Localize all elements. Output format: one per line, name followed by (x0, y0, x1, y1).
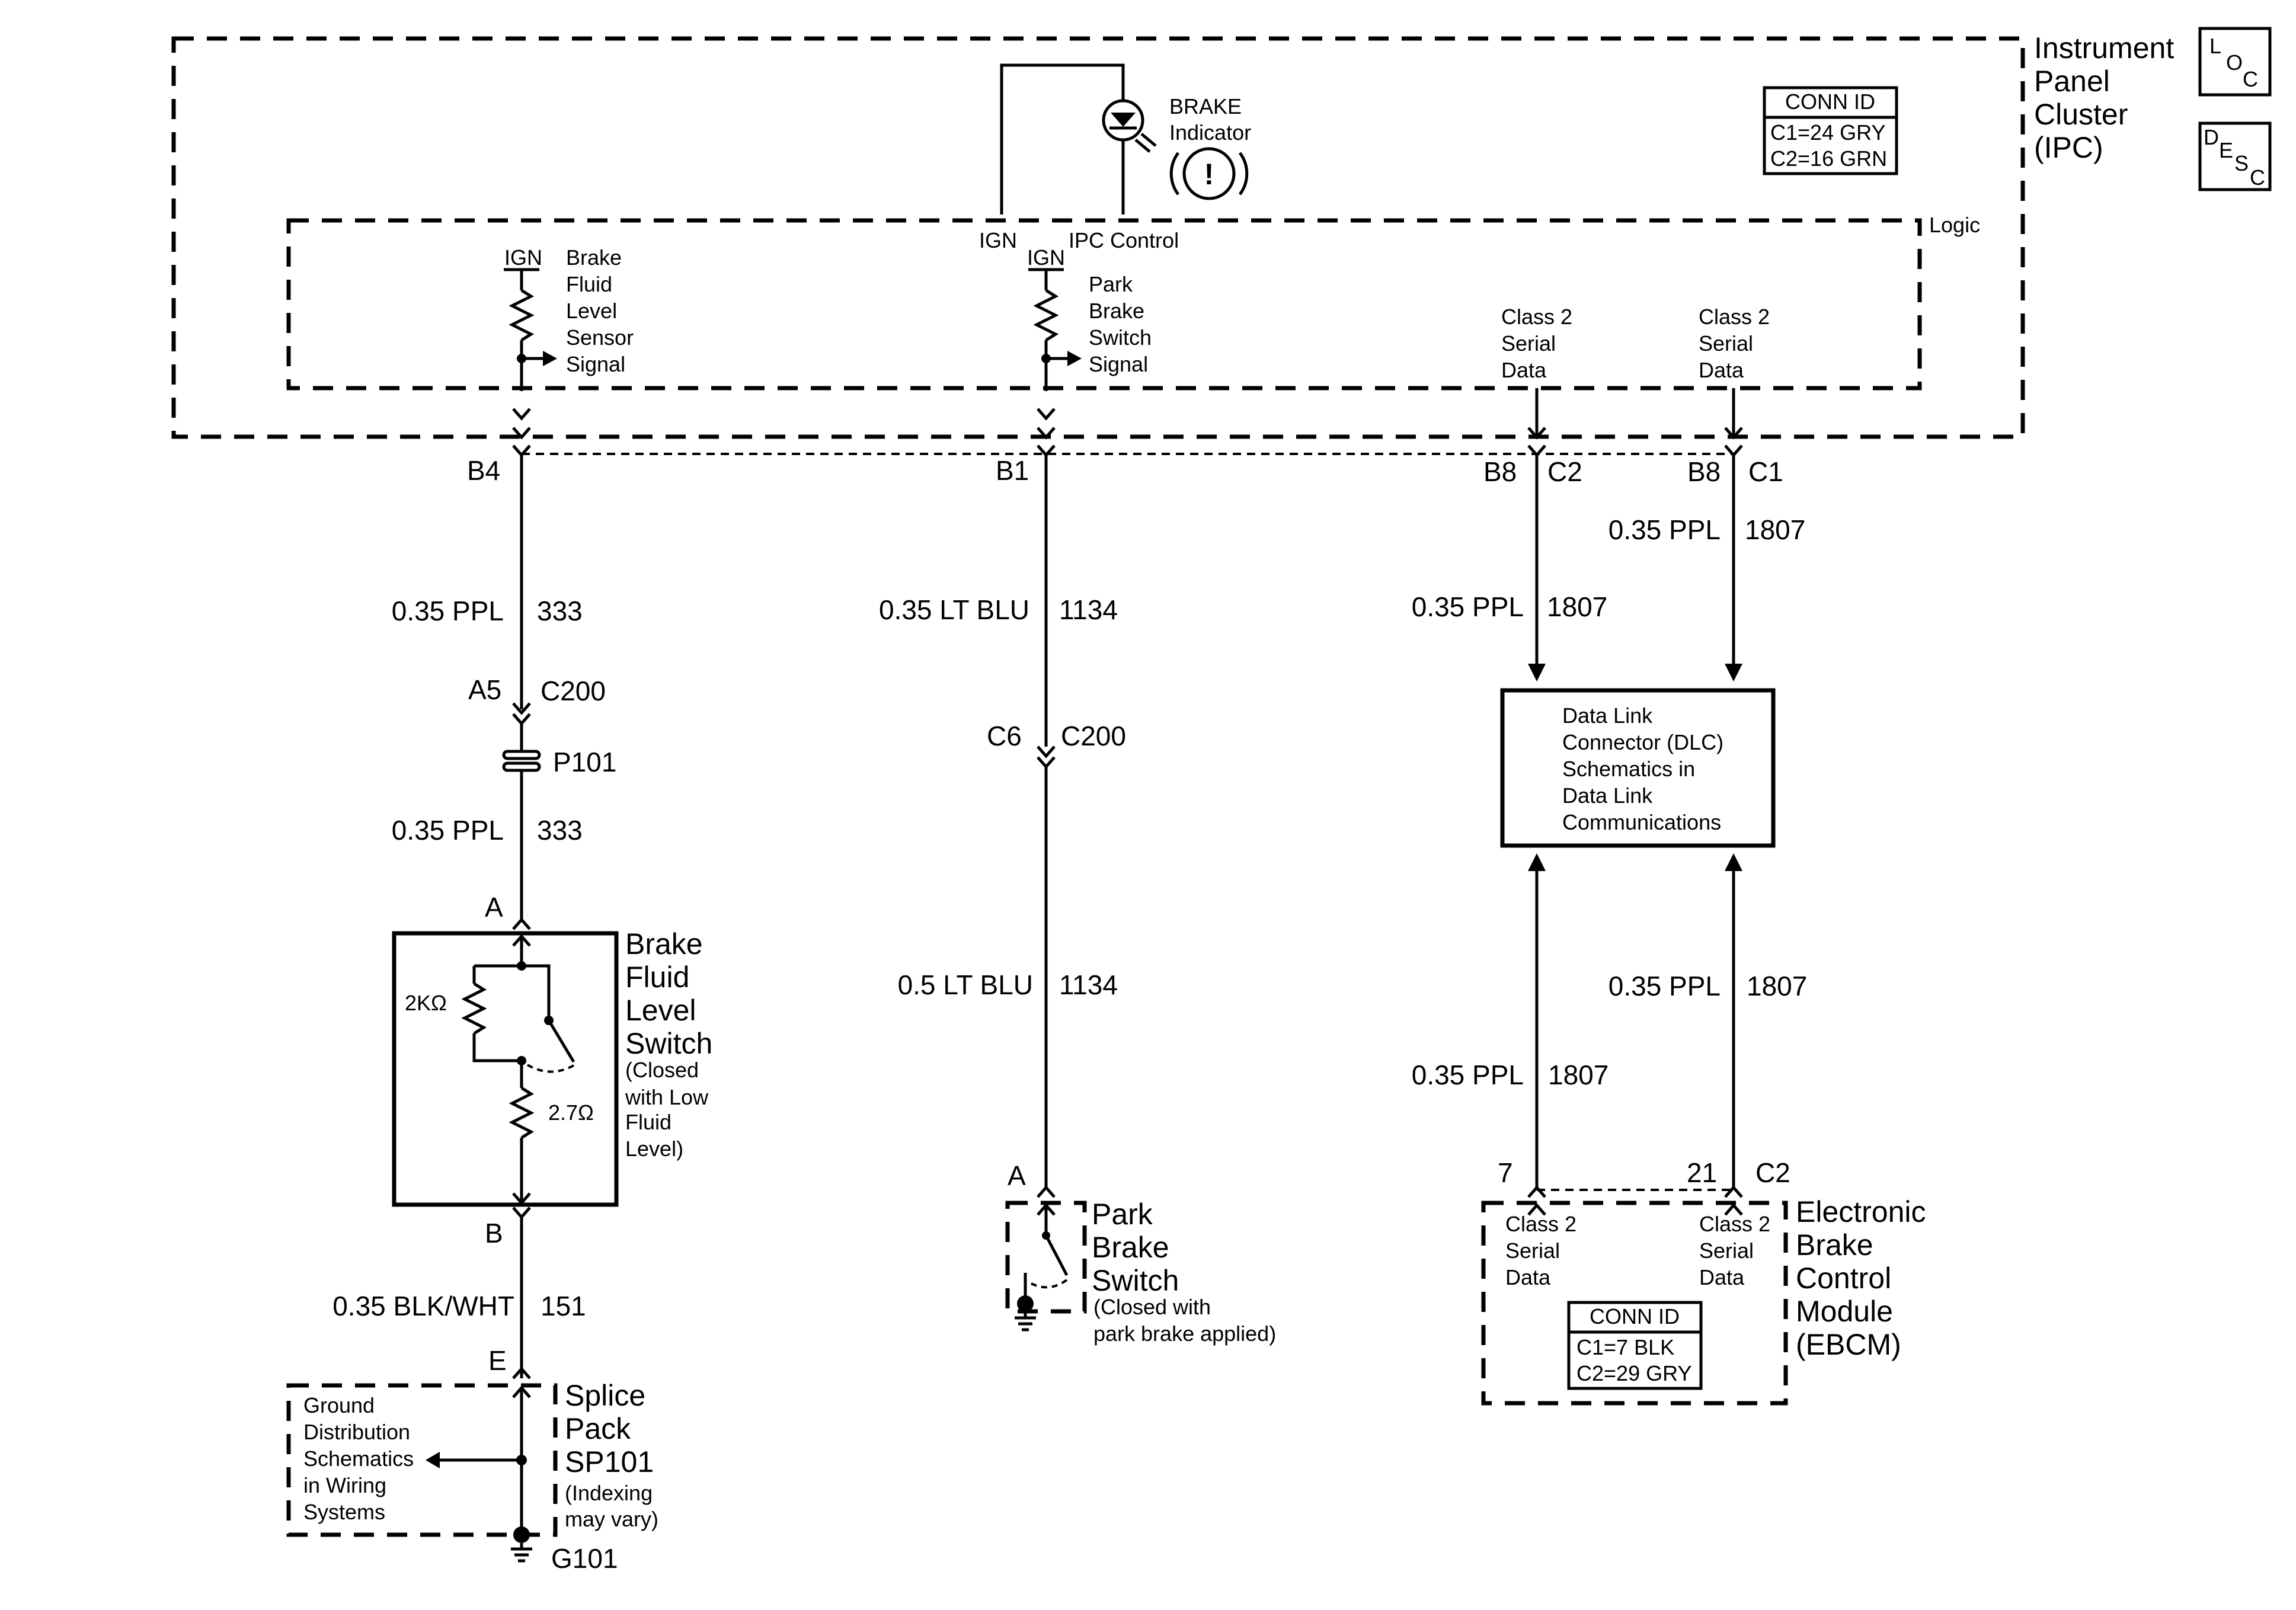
park-switch-ground-icon (1015, 1295, 1036, 1331)
park-signal-ign: IGN (1027, 245, 1065, 270)
data-left-wire2-gauge: 0.35 PPL (1412, 1060, 1524, 1090)
ground-g101-icon (511, 1526, 532, 1563)
park-switch-name: Park Brake Switch (1092, 1198, 1179, 1297)
data-right-wire2-circuit: 1807 (1747, 971, 1807, 1001)
ground-distribution-ref: Ground Distribution Schematics in Wiring… (303, 1393, 420, 1524)
park-switch-note: (Closed with park brake applied) (1093, 1295, 1276, 1346)
p101-inline-connector (502, 750, 541, 772)
brake-fluid-level-switch (392, 931, 619, 1207)
svg-text:C: C (2243, 67, 2258, 91)
desc-button[interactable]: D E S C (2198, 121, 2272, 191)
ipc-class2-right: Class 2 Serial Data (1699, 305, 1776, 382)
svg-text:E: E (2219, 138, 2233, 162)
brake-indicator-label: BRAKE Indicator (1169, 94, 1251, 145)
fluid-c200: C200 (541, 676, 606, 706)
fluid-c200-pin: A5 (468, 674, 501, 705)
dlc-reference-label: Data Link Connector (DLC) Schematics in … (1562, 703, 1729, 834)
park-brake-switch (1005, 1201, 1087, 1314)
fluid-wire2-circuit: 333 (537, 815, 583, 846)
park-c200-pin: C6 (987, 721, 1022, 751)
data-right-ipc-conn: C1 (1748, 456, 1783, 487)
svg-text:D: D (2204, 125, 2219, 149)
fluid-wire1-circuit: 333 (537, 596, 583, 626)
splice-pin-e: E (488, 1345, 507, 1376)
ebcm-class2-right: Class 2 Serial Data (1699, 1212, 1776, 1289)
fluid-wire3-circuit: 151 (541, 1291, 586, 1321)
ipc-module-outline (171, 36, 2025, 439)
park-switch-pin-a: A (1008, 1160, 1026, 1191)
ipc-conn-id-box: CONN ID C1=24 GRY C2=16 GRN (1763, 86, 1898, 175)
svg-text:CONN ID: CONN ID (1785, 89, 1875, 114)
ipc-control-ign: IGN (979, 228, 1017, 252)
fluid-signal-label: Brake Fluid Level Sensor Signal (566, 245, 639, 376)
data-left-wire1-circuit: 1807 (1547, 591, 1607, 622)
fluid-switch-r2: 2.7Ω (548, 1100, 594, 1125)
svg-text:CONN ID: CONN ID (1590, 1304, 1680, 1329)
svg-text:C1=24 GRY: C1=24 GRY (1770, 120, 1885, 145)
dlc-reference-box[interactable] (1500, 688, 1776, 848)
fluid-switch-pin-a: A (485, 892, 503, 923)
fluid-wire3-gauge: 0.35 BLK/WHT (332, 1291, 514, 1321)
data-right-wire1-circuit: 1807 (1745, 514, 1805, 545)
park-c200: C200 (1061, 721, 1126, 751)
fluid-switch-r1: 2KΩ (405, 991, 447, 1015)
data-right-ipc-pin: B8 (1687, 456, 1721, 487)
ebcm-module (1481, 1201, 1788, 1406)
data-left-wire2-circuit: 1807 (1548, 1060, 1609, 1090)
park-wire2-gauge: 0.5 LT BLU (898, 969, 1033, 1000)
park-wire1-gauge: 0.35 LT BLU (879, 594, 1029, 625)
ground-g101-label: G101 (551, 1543, 618, 1574)
park-signal-label: Park Brake Switch Signal (1089, 272, 1157, 376)
ipc-connector-chevrons (512, 408, 1743, 457)
svg-text:C2=16 GRN: C2=16 GRN (1770, 146, 1887, 171)
splice-note: (Indexing may vary) (565, 1481, 658, 1531)
svg-text:S: S (2234, 151, 2249, 175)
data-right-wire2-gauge: 0.35 PPL (1609, 971, 1721, 1001)
fluid-ipc-pin: B4 (467, 455, 500, 486)
data-right-wire1-gauge: 0.35 PPL (1609, 514, 1721, 545)
brake-warning-icon: ! (1169, 147, 1249, 200)
ebcm-conn-c2: C2 (1755, 1157, 1790, 1188)
svg-text:C: C (2250, 165, 2265, 190)
splice-pack-sp101 (286, 1383, 558, 1537)
fluid-signal-pullup (504, 268, 557, 391)
fluid-switch-note: (Closed with Low Fluid Level) (625, 1058, 714, 1161)
data-left-wire1-gauge: 0.35 PPL (1412, 591, 1524, 622)
park-wire1-circuit: 1134 (1059, 594, 1118, 625)
fluid-wire1-gauge: 0.35 PPL (392, 596, 504, 626)
ipc-logic-box (286, 218, 1922, 391)
svg-text:!: ! (1204, 158, 1214, 191)
splice-name: Splice Pack SP101 (565, 1379, 654, 1478)
ebcm-pin-7: 7 (1498, 1157, 1513, 1188)
ebcm-name: Electronic Brake Control Module (EBCM) (1796, 1195, 1934, 1361)
ipc-name: Instrument Panel Cluster (IPC) (2034, 31, 2182, 164)
fluid-signal-ign: IGN (504, 245, 542, 270)
svg-text:C1=7 BLK: C1=7 BLK (1576, 1335, 1674, 1359)
park-wire2-circuit: 1134 (1059, 969, 1118, 1000)
ipc-control-label: IPC Control (1069, 228, 1179, 252)
data-left-ipc-conn: C2 (1547, 456, 1582, 487)
ebcm-pin-21: 21 (1687, 1157, 1717, 1188)
svg-text:C2=29 GRY: C2=29 GRY (1576, 1361, 1691, 1385)
ipc-class2-left: Class 2 Serial Data (1501, 305, 1578, 382)
data-left-ipc-pin: B8 (1483, 456, 1517, 487)
svg-text:O: O (2226, 50, 2243, 75)
svg-text:L: L (2209, 34, 2221, 58)
fluid-switch-pin-b: B (485, 1218, 503, 1249)
logic-label: Logic (1929, 213, 1980, 237)
park-ipc-pin: B1 (996, 455, 1029, 486)
ebcm-class2-left: Class 2 Serial Data (1505, 1212, 1582, 1289)
ebcm-conn-id-box: CONN ID C1=7 BLK C2=29 GRY (1567, 1301, 1703, 1390)
park-signal-pullup (1028, 268, 1082, 391)
fluid-wire2-gauge: 0.35 PPL (392, 815, 504, 846)
fluid-switch-name: Brake Fluid Level Switch (625, 927, 712, 1060)
brake-indicator-lamp (1000, 63, 1157, 215)
loc-button[interactable]: L O C (2198, 27, 2272, 97)
p101-label: P101 (553, 747, 616, 777)
